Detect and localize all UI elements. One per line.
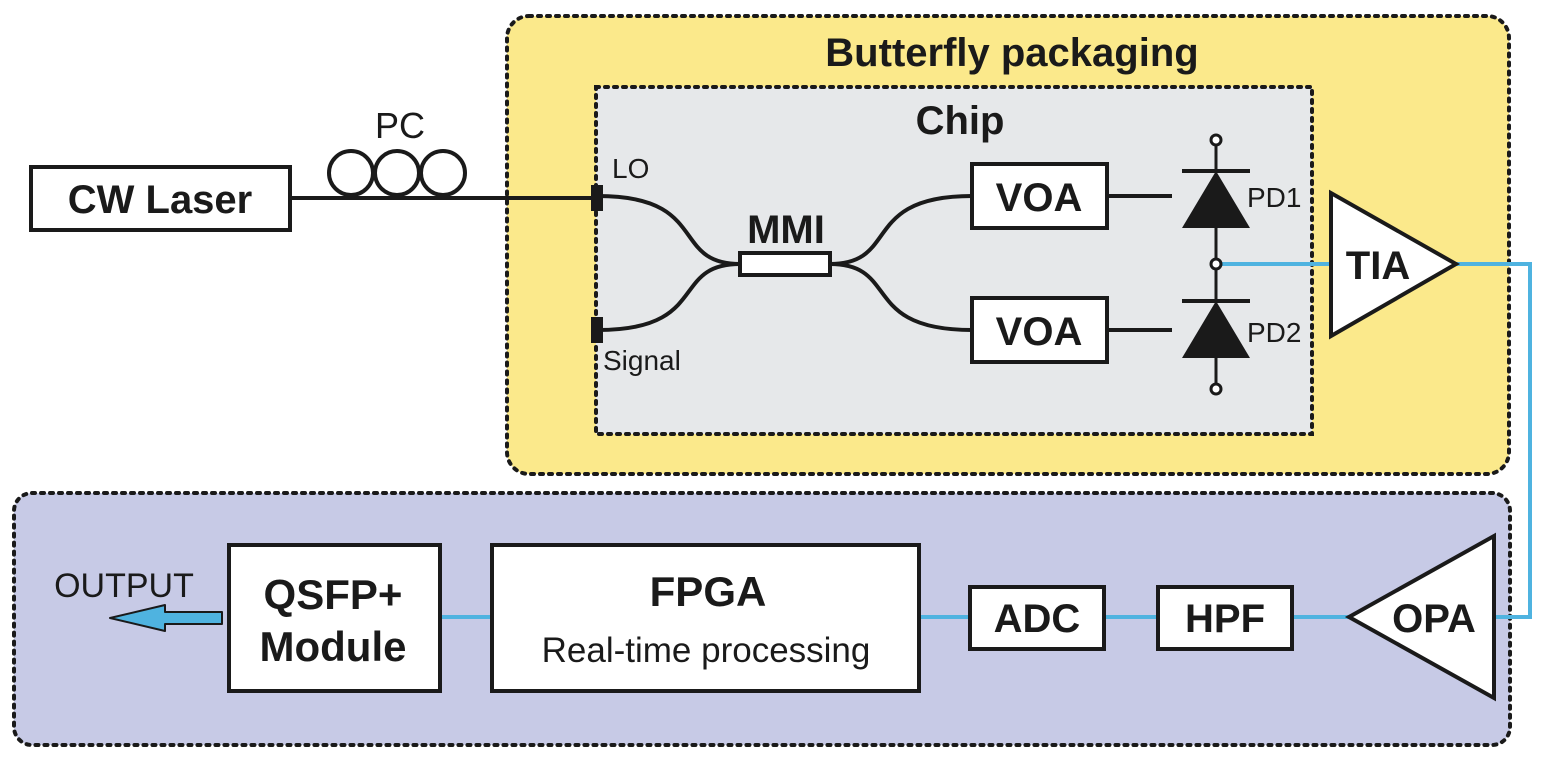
mmi-block bbox=[738, 251, 832, 277]
electrical-connections bbox=[440, 262, 1532, 619]
cw-laser-block bbox=[29, 165, 292, 232]
opa-amplifier-icon bbox=[1344, 532, 1496, 702]
pd-bias-terminal-bottom bbox=[1209, 382, 1223, 396]
qsfp-module-block bbox=[227, 543, 442, 693]
hpf-label: HPF bbox=[1185, 597, 1265, 641]
mmi-to-voa-top-waveguide bbox=[829, 194, 973, 266]
chip-title: Chip bbox=[916, 99, 1005, 143]
pd-output-node bbox=[1209, 257, 1223, 271]
tia-to-opa-wire bbox=[1456, 262, 1532, 619]
pd1-label: PD1 bbox=[1247, 182, 1301, 213]
qsfp-label-line2: Module bbox=[260, 623, 407, 670]
pc-loop-1 bbox=[327, 149, 375, 197]
tia-amplifier-icon bbox=[1329, 189, 1461, 340]
fpga-subtitle: Real-time processing bbox=[542, 631, 871, 670]
optical-connections bbox=[290, 194, 1172, 332]
voa-bottom-label: VOA bbox=[996, 310, 1083, 354]
pc-label: PC bbox=[375, 105, 425, 146]
mmi-to-voa-bottom-waveguide bbox=[829, 262, 973, 332]
lo-coupler bbox=[591, 185, 603, 211]
signal-to-mmi-waveguide bbox=[597, 262, 741, 332]
pd1-diode-icon bbox=[1182, 171, 1250, 228]
signal-port-label: Signal bbox=[603, 345, 681, 376]
output-label: OUTPUT bbox=[54, 567, 194, 605]
hpf-block bbox=[1156, 585, 1294, 651]
qsfp-label-line1: QSFP+ bbox=[264, 571, 403, 618]
balanced-photodiodes bbox=[1182, 133, 1250, 396]
adc-label: ADC bbox=[994, 597, 1081, 641]
cw-laser-label: CW Laser bbox=[68, 178, 253, 222]
fpga-title: FPGA bbox=[650, 568, 767, 615]
pc-loop-2 bbox=[373, 149, 421, 197]
voa-bottom-block bbox=[970, 296, 1109, 364]
adc-block bbox=[968, 585, 1106, 651]
pc-loop-3 bbox=[419, 149, 467, 197]
fpga-block bbox=[490, 543, 921, 693]
pd2-diode-icon bbox=[1182, 301, 1250, 358]
voa-top-block bbox=[970, 162, 1109, 230]
tia-label: TIA bbox=[1346, 244, 1410, 288]
signal-coupler bbox=[591, 317, 603, 343]
voa-top-label: VOA bbox=[996, 176, 1083, 220]
lo-port-label: LO bbox=[612, 153, 649, 184]
pd-bias-terminal-top bbox=[1209, 133, 1223, 147]
mmi-label: MMI bbox=[747, 208, 825, 252]
lo-to-mmi-waveguide bbox=[597, 194, 741, 266]
pd2-label: PD2 bbox=[1247, 317, 1301, 348]
opa-label: OPA bbox=[1392, 597, 1476, 641]
butterfly-packaging-title: Butterfly packaging bbox=[825, 31, 1198, 75]
output-arrow-icon bbox=[109, 604, 223, 632]
polarization-controller bbox=[327, 149, 467, 197]
